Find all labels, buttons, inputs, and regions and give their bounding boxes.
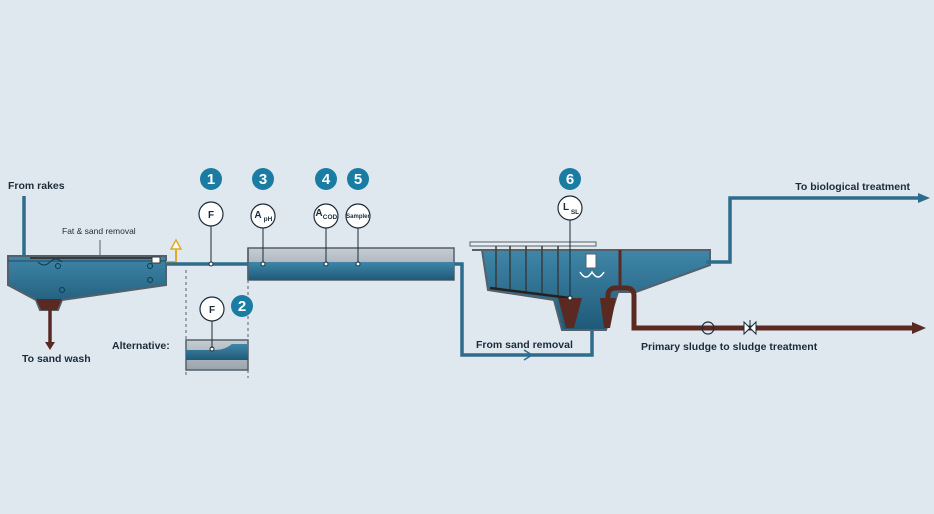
fat-sand-removal-label: Fat & sand removal	[62, 226, 136, 236]
clarifier-wall	[472, 249, 711, 331]
marker-4: 4	[315, 168, 337, 190]
ph-analyzer-sub: pH	[264, 216, 273, 223]
rakes-inlet-pipe	[22, 196, 40, 264]
marker-5-label: 5	[354, 171, 362, 188]
flow-meter-label: F	[208, 210, 214, 221]
marker-1: 1	[200, 168, 222, 190]
marker-4-label: 4	[322, 171, 331, 188]
tank-wall	[7, 255, 167, 311]
alternative-label: Alternative:	[112, 340, 170, 352]
marker-2: 2	[231, 295, 253, 317]
cod-analyzer: A COD	[313, 203, 339, 267]
flow-meter-main: F	[198, 201, 224, 267]
cod-analyzer-label: A	[315, 208, 322, 219]
sludge-level-label: L	[563, 202, 569, 213]
flow-meter-alt-label: F	[209, 305, 215, 316]
sampler-label: Sampler	[346, 214, 370, 220]
marker-5: 5	[347, 168, 369, 190]
to-biological-treatment-label: To biological treatment	[795, 181, 910, 193]
marker-6: 6	[559, 168, 581, 190]
from-rakes-label: From rakes	[8, 180, 65, 192]
fat-sand-removal-tank	[7, 196, 183, 350]
from-sand-removal-label: From sand removal	[476, 339, 573, 351]
marker-3-label: 3	[259, 171, 267, 188]
effluent-pipe	[706, 196, 920, 264]
marker-1-label: 1	[207, 171, 215, 188]
primary-clarifier	[469, 241, 711, 331]
marker-2-label: 2	[238, 298, 246, 315]
marker-3: 3	[252, 168, 274, 190]
to-sand-wash-label: To sand wash	[22, 353, 91, 365]
marker-6-label: 6	[566, 171, 574, 188]
cod-analyzer-sub: COD	[323, 214, 338, 221]
sampler: Sampler	[345, 203, 371, 267]
ph-analyzer-label: A	[254, 210, 261, 221]
sludge-level-sub: SL	[571, 209, 579, 216]
sludge-level-sensor: L SL	[557, 195, 583, 301]
primary-sludge-pipe	[605, 285, 915, 331]
primary-sludge-label: Primary sludge to sludge treatment	[641, 341, 818, 353]
fat-outlet-arrow	[166, 248, 177, 263]
sludge-pump-icon	[701, 321, 715, 335]
flow-channel	[247, 247, 455, 281]
sand-hopper	[36, 299, 62, 310]
alternative-flume	[185, 270, 249, 378]
ph-analyzer: A pH	[250, 203, 276, 267]
flow-meter-alt: F	[199, 296, 225, 348]
